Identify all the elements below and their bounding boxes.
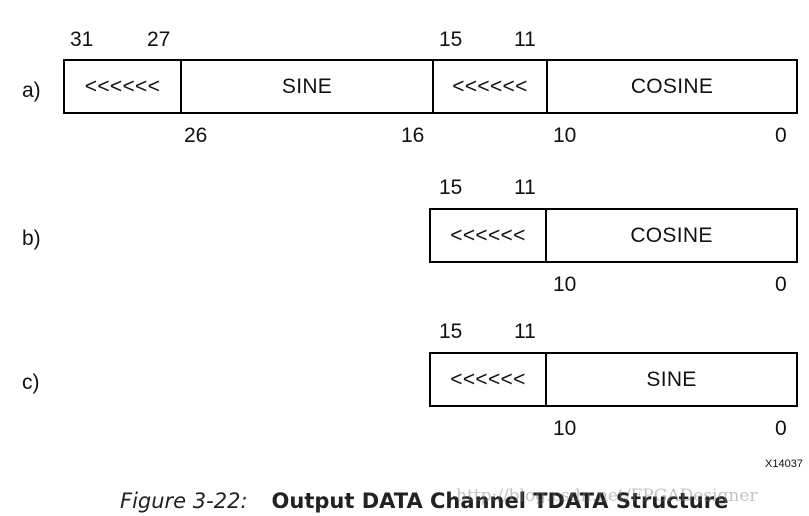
bit-label-15: 15 <box>439 176 463 199</box>
figure-id: X14037 <box>765 458 803 470</box>
cosine-field: COSINE <box>545 210 796 261</box>
bit-label-10: 10 <box>553 417 577 440</box>
bit-label-26: 26 <box>184 124 208 147</box>
bit-label-27: 27 <box>147 28 171 51</box>
bit-label-16: 16 <box>401 124 425 147</box>
bit-label-0: 0 <box>775 273 787 296</box>
sign-extension-field: <<<<<< <box>450 223 526 247</box>
bit-label-10: 10 <box>553 124 577 147</box>
row-label-a: a) <box>22 79 41 102</box>
figure-caption: Figure 3-22: Output DATA Channel TDATA St… <box>120 488 728 515</box>
row-label-b: b) <box>22 227 41 250</box>
bit-label-0: 0 <box>775 124 787 147</box>
bit-label-0: 0 <box>775 417 787 440</box>
sine-field: SINE <box>180 61 432 112</box>
bit-label-11: 11 <box>514 28 536 51</box>
bit-label-10: 10 <box>553 273 577 296</box>
sign-extension-field: <<<<<< <box>450 367 526 391</box>
sine-field: SINE <box>545 354 796 405</box>
tdata-register-a: <<<<<< SINE <<<<<< COSINE <box>63 59 798 114</box>
sign-extension-field: <<<<<< <box>432 61 546 112</box>
bit-label-15: 15 <box>439 320 463 343</box>
bit-label-11: 11 <box>514 320 536 343</box>
bit-label-11: 11 <box>514 176 536 199</box>
sign-extension-field: <<<<<< <box>84 74 161 98</box>
figure-title: Output DATA Channel TDATA Structure <box>271 489 729 513</box>
figure-number: Figure 3-22: <box>120 489 248 513</box>
watermark: http://blog.csdn.net/FPGADesigner <box>456 486 758 506</box>
cosine-field: COSINE <box>546 61 796 112</box>
tdata-register-c: <<<<<< SINE <box>429 352 798 407</box>
tdata-register-b: <<<<<< COSINE <box>429 208 798 263</box>
bit-label-15: 15 <box>439 28 463 51</box>
row-label-c: c) <box>22 371 40 394</box>
bit-label-31: 31 <box>70 28 94 51</box>
